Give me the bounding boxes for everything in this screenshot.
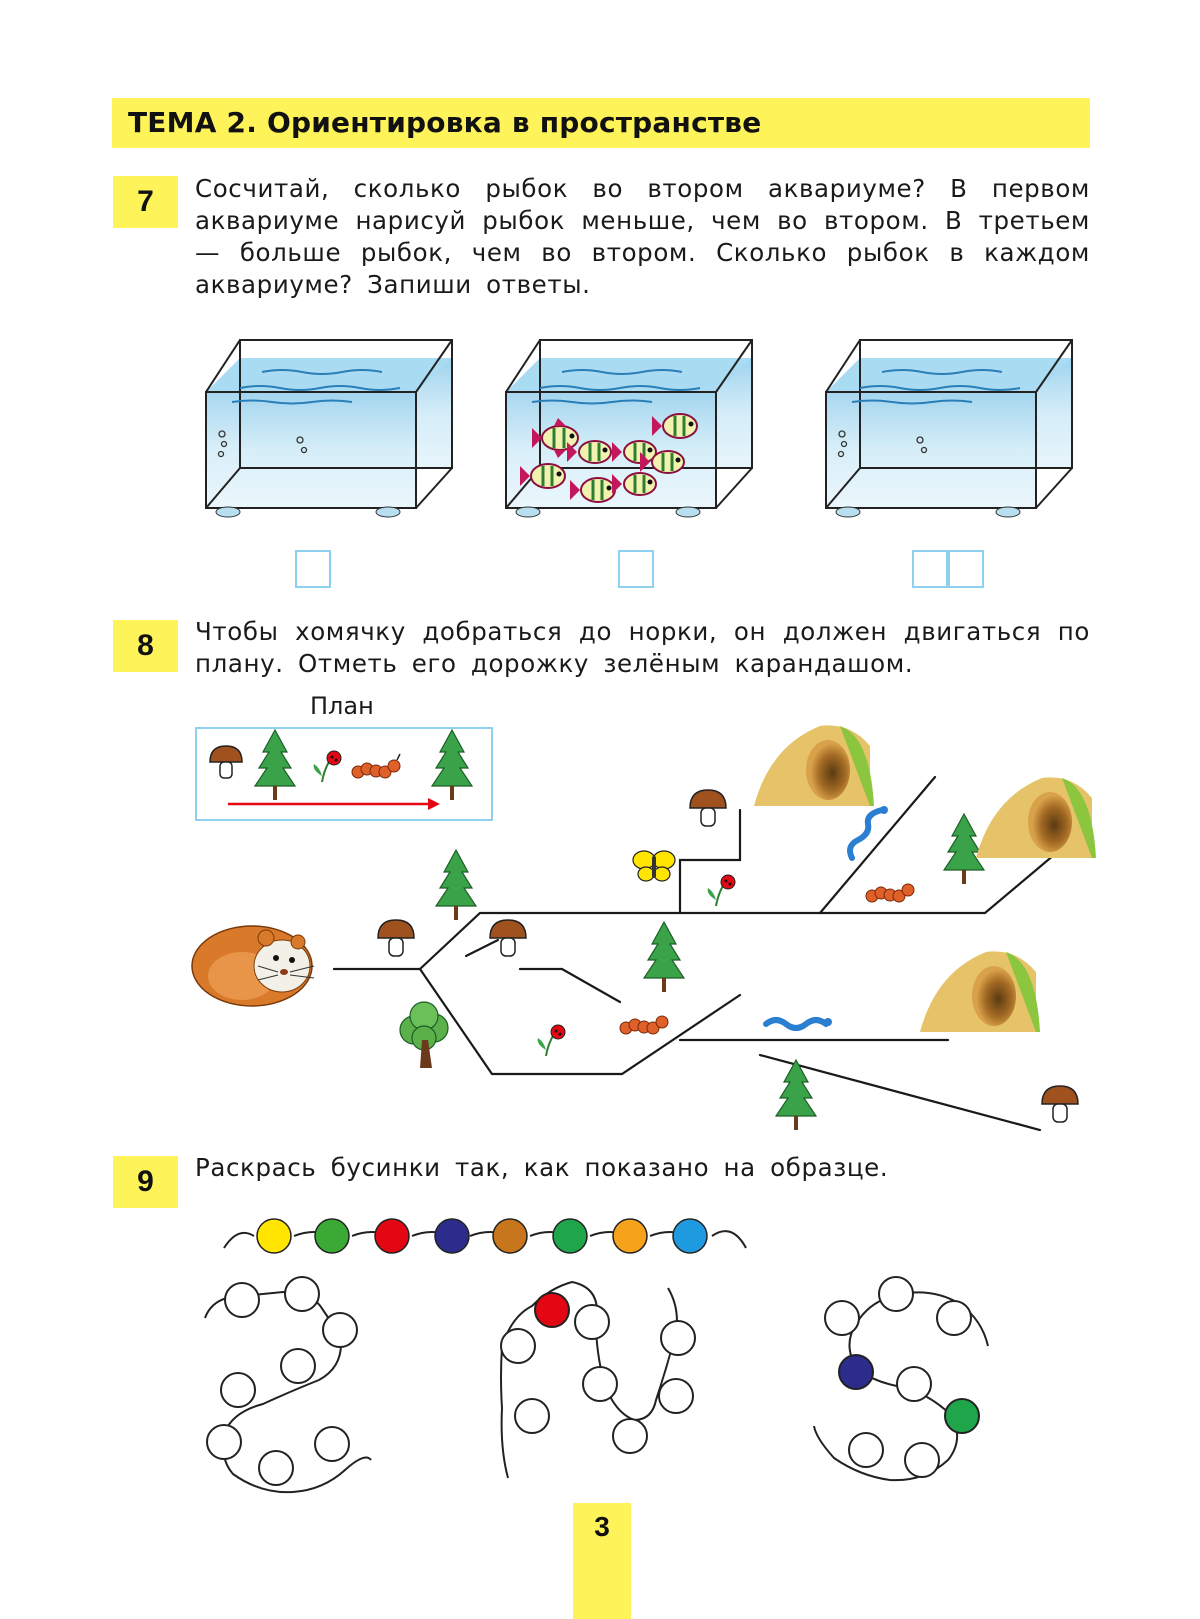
- mushroom-icon: [689, 789, 727, 827]
- burrow-icon: [920, 951, 1040, 1032]
- sample-bead: [434, 1218, 470, 1254]
- sample-bead: [612, 1218, 648, 1254]
- caterpillar-icon: [351, 753, 401, 779]
- tree-icon: [430, 728, 474, 800]
- fish-icon: [567, 440, 612, 464]
- sample-bead: [314, 1218, 350, 1254]
- answer-box-aquarium-1[interactable]: [295, 550, 331, 588]
- task-number-8: 8: [113, 620, 178, 672]
- fish-icon: [640, 450, 685, 474]
- task-number-9: 9: [113, 1156, 178, 1208]
- snake-icon: [763, 1017, 832, 1031]
- answer-box-aquarium-2[interactable]: [618, 550, 654, 588]
- tree-icon: [642, 920, 686, 992]
- task-8-text: Чтобы хомячку добраться до норки, он дол…: [195, 617, 1090, 678]
- tree-icon: [774, 1058, 818, 1130]
- topic-title: ТЕМА 2. Ориентировка в пространстве: [128, 106, 762, 139]
- caterpillar-icon: [619, 1015, 669, 1035]
- sample-bead: [492, 1218, 528, 1254]
- prefilled-bead-red: [534, 1292, 570, 1328]
- aquarium-3: [825, 339, 1073, 518]
- ladybug-flower-icon: [537, 1024, 566, 1057]
- mushroom-icon: [209, 745, 243, 779]
- topic-header: ТЕМА 2. Ориентировка в пространстве: [112, 98, 1090, 148]
- butterfly-icon: [632, 850, 676, 882]
- prefilled-bead-green: [944, 1398, 980, 1434]
- answer-box-aquarium-3-tens[interactable]: [912, 550, 948, 588]
- fish-icon: [612, 472, 657, 496]
- plan-box: [195, 727, 493, 821]
- tree-icon: [253, 728, 297, 800]
- bead-shape-n: [500, 1280, 696, 1479]
- fish-group: [520, 413, 698, 503]
- mushroom-icon: [489, 919, 527, 957]
- bead-shape-s: [813, 1276, 989, 1482]
- prefilled-bead-blue: [838, 1354, 874, 1390]
- hamster-icon: [191, 925, 315, 1007]
- task-9-text: Раскрась бусинки так, как показано на об…: [195, 1153, 889, 1182]
- task-number-7: 7: [113, 176, 178, 228]
- ladybug-flower-icon: [707, 874, 736, 907]
- bead-shape-2: [204, 1276, 372, 1494]
- fish-icon: [652, 413, 698, 439]
- path-map: [332, 775, 1082, 1132]
- sample-bead-string: [223, 1218, 747, 1254]
- sample-bead: [374, 1218, 410, 1254]
- sample-bead: [552, 1218, 588, 1254]
- snake-icon: [847, 806, 888, 861]
- sample-bead: [672, 1218, 708, 1254]
- aquarium-1: [205, 339, 453, 518]
- tree-icon: [942, 812, 986, 884]
- plan-arrow: [228, 798, 440, 810]
- bush-tree-icon: [399, 1001, 449, 1068]
- page-number: 3: [594, 1511, 610, 1542]
- sample-bead: [256, 1218, 292, 1254]
- plan-label: План: [310, 692, 374, 720]
- mushroom-icon: [1041, 1085, 1079, 1123]
- fish-icon: [570, 477, 616, 503]
- burrow-icon: [976, 777, 1096, 858]
- page-number-tab: 3: [573, 1503, 631, 1619]
- mushroom-icon: [377, 919, 415, 957]
- caterpillar-icon: [865, 883, 915, 903]
- ladybug-flower-icon: [313, 750, 342, 783]
- task-7-text: Сосчитай, сколько рыбок во втором аквари…: [195, 174, 1090, 299]
- burrow-icon: [754, 725, 874, 806]
- answer-box-aquarium-3-ones[interactable]: [948, 550, 984, 588]
- tree-icon: [434, 848, 478, 920]
- fish-icon: [520, 463, 566, 489]
